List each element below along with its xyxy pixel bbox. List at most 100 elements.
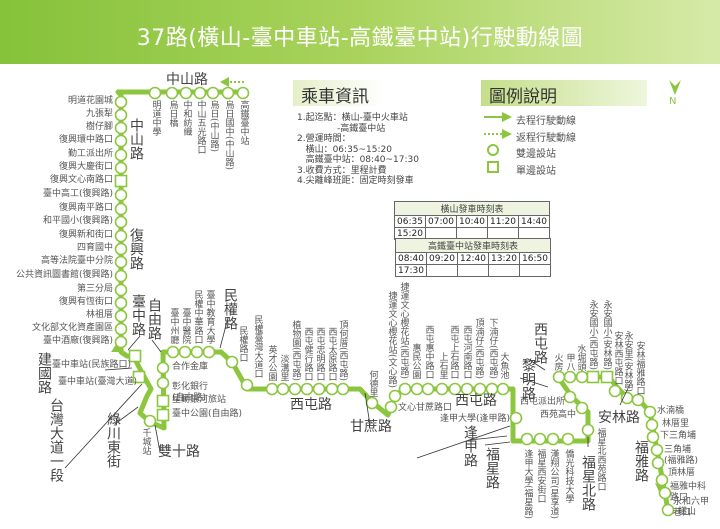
stop-circle-icon	[336, 382, 350, 396]
stop-label: 復興環中路口	[58, 135, 113, 145]
stop-label: 植物園(西屯路)	[290, 319, 301, 381]
outbound-arrow-icon	[111, 343, 123, 352]
stop-circle-icon	[114, 242, 128, 256]
info-line: 4.尖離峰班距：固定時刻發車	[297, 176, 414, 186]
stop-circle-icon	[658, 486, 672, 500]
road-label: 福雅路	[633, 440, 649, 482]
stop-circle-icon	[221, 86, 235, 100]
stop-label: 何德里	[367, 370, 378, 397]
stop-circle-icon	[496, 382, 510, 396]
stop-label: 合作金庫	[172, 362, 209, 372]
stop-circle-icon	[561, 432, 575, 446]
legend-header: 圖例說明	[481, 80, 647, 107]
stop-label: 逢甲大學(逢甲路)	[440, 414, 511, 424]
stop-label: 中和紡織	[181, 100, 192, 136]
info-line: 橫山：06:35~15:20	[297, 144, 392, 155]
road-label: 中山路	[166, 72, 208, 88]
stop-circle-icon	[325, 382, 339, 396]
stop-circle-icon	[435, 382, 449, 396]
stop-label: 樹仔腳	[85, 122, 113, 132]
leader-arrow	[151, 339, 162, 353]
time-cell: 16:50	[519, 252, 551, 265]
stop-circle-icon	[546, 432, 560, 446]
stop-circle-icon	[288, 382, 302, 396]
stop-label: 明道花園城	[67, 96, 113, 106]
stop-square-icon	[600, 370, 614, 384]
stop-label: 安林西屯路口	[612, 331, 623, 385]
single-side-stop-icon	[487, 161, 499, 173]
road-label: 逢甲路	[462, 425, 478, 467]
legend-outbound: 去程行駛動線	[516, 116, 576, 127]
stop-label: 臺中高工(復興路)	[42, 189, 113, 199]
leader-arrow	[527, 358, 546, 371]
stop-label: 復興大慶街口	[58, 162, 113, 172]
stop-label: 明道中學	[150, 100, 161, 136]
stop-label: 頂湳仔(西屯路)	[473, 317, 484, 379]
stop-circle-icon	[114, 121, 128, 135]
stop-label: 三角埔 (福雅路)	[664, 445, 699, 466]
stop-label: 中山五光路口	[195, 100, 206, 154]
stop-circle-icon	[114, 255, 128, 269]
stop-circle-icon	[166, 345, 180, 359]
stop-label: 橫山	[678, 507, 697, 517]
stop-label: 西苑高中	[540, 410, 577, 420]
north-label: N	[669, 96, 677, 107]
stop-circle-icon	[225, 355, 239, 369]
stop-label: 臺中教育大學	[204, 290, 215, 344]
stop-label: 彰化銀行 (自由路)	[172, 382, 209, 403]
leader-arrow	[219, 317, 229, 349]
stop-label: 甲八	[564, 353, 575, 371]
stop-circle-icon	[575, 401, 589, 415]
stop-label: 西屯惠中路口	[423, 325, 434, 379]
leader-arrow	[364, 392, 371, 426]
stop-label: 臺中醫院	[180, 308, 191, 344]
leader-arrow	[416, 425, 511, 459]
leader-arrow	[64, 383, 143, 469]
stop-circle-icon	[114, 202, 128, 216]
stop-label: 高等法院臺中分院	[40, 256, 113, 266]
stop-label: 星動銀河旅站	[172, 395, 227, 405]
stop-label: 西屯健行路口	[302, 327, 313, 381]
stop-circle-icon	[460, 382, 474, 396]
stop-circle-icon	[533, 432, 547, 446]
time-cell: 09:20	[426, 252, 458, 265]
outbound-arrow-icon	[484, 112, 512, 122]
stop-label: 九張犁	[85, 109, 113, 119]
road-label: 民權路	[222, 288, 238, 330]
stop-label: 頂林厝	[668, 468, 696, 478]
stop-circle-icon	[646, 430, 660, 444]
stop-circle-icon	[114, 95, 128, 109]
stop-circle-icon	[114, 322, 128, 336]
stop-label: 福雅中科 路口	[670, 482, 707, 503]
stop-square-icon	[128, 349, 142, 363]
stop-label: 永安國小(安林路)	[601, 299, 612, 370]
stop-label: 安林福雅路口	[634, 341, 645, 395]
stop-label: 漢翔公司(星享道)	[548, 449, 559, 520]
return-arrow-icon	[220, 77, 229, 87]
stop-label: 烏日橋	[167, 100, 178, 127]
stop-label: 烏日(中山路)	[208, 100, 219, 153]
stop-circle-icon	[581, 423, 595, 437]
stop-label: 淡溝里	[278, 354, 289, 381]
stop-circle-icon	[236, 86, 250, 100]
time-cell: 06:35	[394, 215, 426, 228]
stop-square-icon	[156, 408, 170, 422]
info-line: 高鐵臺中站：08:40~17:30	[297, 155, 419, 165]
stop-label: 林厝里	[662, 419, 690, 429]
title-bar: 37路(橫山-臺中車站-高鐵臺中站)行駛動線圖	[0, 0, 720, 64]
stop-circle-icon	[240, 378, 254, 392]
info-line: 2.營運時間：	[297, 134, 351, 144]
stop-label: 高鐵臺中站	[238, 100, 249, 145]
stop-square-icon	[114, 174, 128, 188]
stop-label: 西屯派出所	[520, 397, 566, 407]
road-label: 臺中路	[130, 294, 146, 336]
stop-circle-icon	[206, 86, 220, 100]
stop-circle-icon	[114, 188, 128, 202]
stop-circle-icon	[190, 345, 204, 359]
leader-arrow	[619, 383, 631, 406]
stop-label: 和平國小(復興路)	[42, 216, 113, 226]
stop-circle-icon	[114, 108, 128, 122]
